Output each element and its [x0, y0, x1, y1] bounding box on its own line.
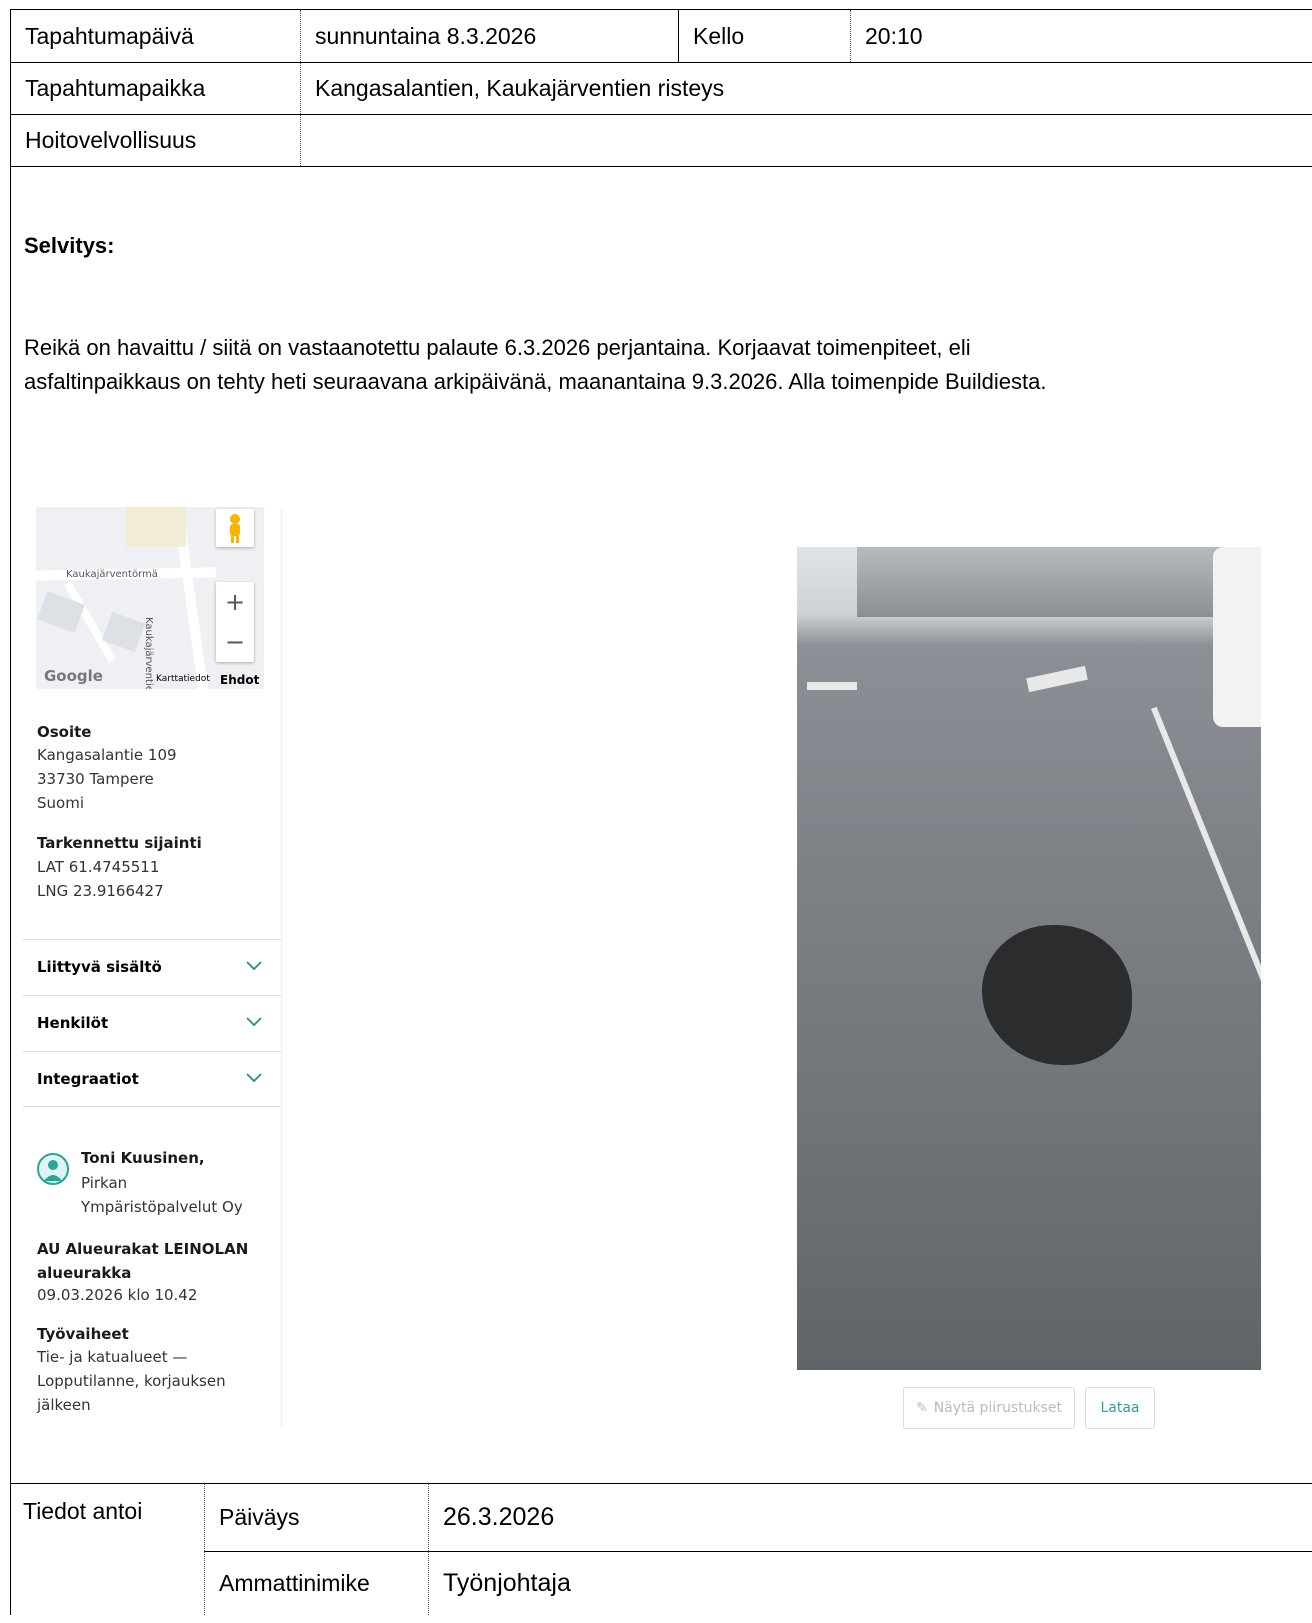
time-value: 20:10	[850, 10, 1312, 62]
address-line: Kangasalantie 109	[37, 746, 177, 764]
report-section: Selvitys: Reikä on havaittu / siitä on v…	[10, 166, 1312, 1483]
latitude: LAT 61.4745511	[37, 858, 160, 876]
footer-table: Tiedot antoi Päiväys 26.3.2026 Ammattini…	[10, 1483, 1312, 1615]
report-line-1: Reikä on havaittu / siitä on vastaanotet…	[24, 335, 971, 360]
title-label: Ammattinimike	[204, 1551, 428, 1615]
show-drawings-button[interactable]: ✎ Näytä piirustukset	[903, 1387, 1075, 1429]
report-title: Selvitys:	[24, 233, 115, 258]
phase-line: Lopputilanne, korjauksen	[37, 1372, 226, 1390]
time-label: Kello	[678, 10, 850, 62]
org-line: Ympäristöpalvelut Oy	[81, 1198, 243, 1216]
address-text: Kangasalantie 109 33730 Tampere Suomi	[37, 743, 177, 815]
title-value: Työnjohtaja	[428, 1551, 1312, 1615]
accordion-label: Integraatiot	[37, 1070, 139, 1088]
date-value-footer: 26.3.2026	[428, 1484, 1312, 1551]
zoom-out-button[interactable]: −	[224, 628, 246, 656]
street-view-pegman-icon[interactable]	[216, 509, 254, 547]
longitude: LNG 23.9166427	[37, 882, 164, 900]
given-empty-cell	[11, 1551, 204, 1615]
map-street-label-1: Kaukajärventörmä	[66, 569, 158, 580]
location-text: LAT 61.4745511 LNG 23.9166427	[37, 855, 164, 903]
accordion-persons[interactable]: Henkilöt	[23, 995, 281, 1051]
place-label: Tapahtumapaikka	[10, 63, 300, 114]
duty-row: Hoitovelvollisuus	[10, 114, 1312, 166]
place-row: Tapahtumapaikka Kangasalantien, Kaukajär…	[10, 62, 1312, 114]
phase-line: jälkeen	[37, 1396, 91, 1414]
phases-text: Tie- ja katualueet — Lopputilanne, korja…	[37, 1345, 226, 1417]
location-title: Tarkennettu sijainti	[37, 834, 202, 852]
phase-line: Tie- ja katualueet —	[37, 1348, 188, 1366]
date-value: sunnuntaina 8.3.2026	[300, 10, 678, 62]
report-document: Tapahtumapäivä sunnuntaina 8.3.2026 Kell…	[10, 9, 1312, 1615]
accordion-label: Liittyvä sisältö	[37, 958, 162, 976]
address-title: Osoite	[37, 723, 92, 741]
map-zoom-control: + −	[216, 582, 254, 662]
show-drawings-label: Näytä piirustukset	[933, 1400, 1063, 1416]
user-avatar-icon	[37, 1153, 69, 1185]
report-line-2: asfaltinpaikkaus on tehty heti seuraavan…	[24, 369, 1047, 394]
repaired-pothole-photo	[797, 547, 1261, 1370]
terms-link[interactable]: Ehdot	[220, 673, 260, 687]
contract-line: AU Alueurakat LEINOLAN	[37, 1240, 249, 1258]
buildie-side-panel: Kaukajärventörmä Kaukajärventie + − Goog…	[23, 507, 282, 1429]
given-label: Tiedot antoi	[23, 1498, 143, 1524]
person-name: Toni Kuusinen,	[81, 1149, 205, 1167]
phases-title: Työvaiheet	[37, 1325, 129, 1343]
download-button[interactable]: Lataa	[1085, 1387, 1155, 1429]
accordion-related-content[interactable]: Liittyvä sisältö	[23, 939, 281, 995]
date-label: Tapahtumapäivä	[10, 10, 300, 62]
duty-label: Hoitovelvollisuus	[10, 115, 300, 166]
contract-line: alueurakka	[37, 1264, 132, 1282]
pencil-off-icon: ✎	[915, 1400, 928, 1416]
chevron-down-icon	[246, 1073, 262, 1083]
address-line: Suomi	[37, 794, 84, 812]
map-data-link[interactable]: Karttatiedot	[156, 674, 210, 684]
duty-value	[300, 115, 1312, 166]
google-logo: Google	[44, 667, 103, 685]
accordion-integrations[interactable]: Integraatiot	[23, 1051, 281, 1107]
org-line: Pirkan	[81, 1174, 128, 1192]
contract-title: AU Alueurakat LEINOLAN alueurakka	[37, 1237, 248, 1285]
report-text: Reikä on havaittu / siitä on vastaanotet…	[24, 331, 1254, 399]
person-org: Pirkan Ympäristöpalvelut Oy	[81, 1171, 243, 1219]
date-row: Tapahtumapäivä sunnuntaina 8.3.2026 Kell…	[10, 9, 1312, 62]
zoom-in-button[interactable]: +	[224, 588, 246, 616]
accordion-label: Henkilöt	[37, 1014, 109, 1032]
chevron-down-icon	[246, 961, 262, 971]
chevron-down-icon	[246, 1017, 262, 1027]
address-line: 33730 Tampere	[37, 770, 154, 788]
date-label-footer: Päiväys	[204, 1484, 428, 1551]
location-map[interactable]: Kaukajärventörmä Kaukajärventie + −	[36, 507, 264, 689]
place-value: Kangasalantien, Kaukajärventien risteys	[300, 63, 1312, 114]
contract-timestamp: 09.03.2026 klo 10.42	[37, 1286, 198, 1304]
map-attribution: Google Karttatiedot Ehdot	[36, 667, 264, 689]
